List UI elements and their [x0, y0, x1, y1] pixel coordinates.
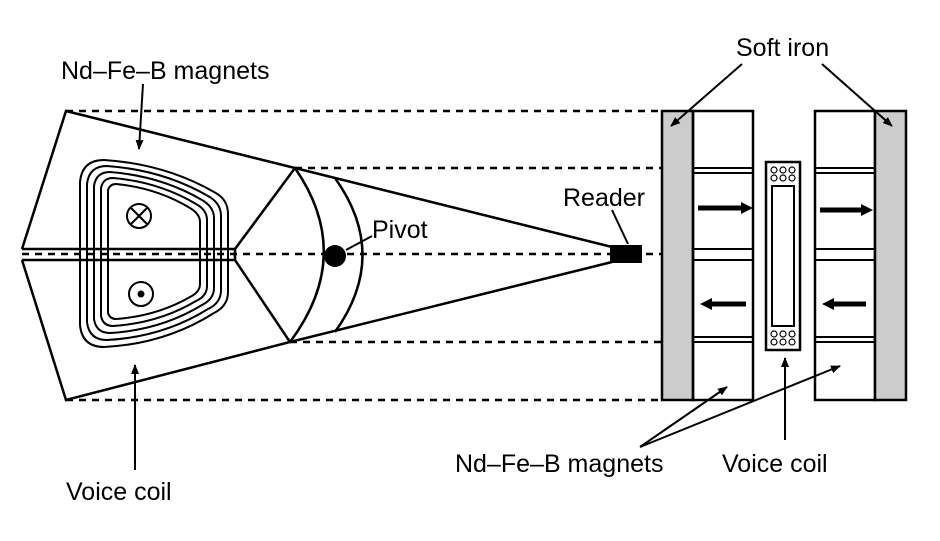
labels: Nd–Fe–B magnets Voice coil Pivot Reader …	[61, 34, 829, 506]
coil-windings-top	[770, 166, 796, 182]
magnetization-arrows	[698, 202, 873, 310]
lower-magnet-wedge	[20, 258, 293, 402]
pivot-arc-outer	[333, 177, 364, 333]
reader-head	[610, 245, 642, 263]
label-soft-iron: Soft iron	[736, 34, 829, 62]
soft-iron-left	[660, 109, 695, 402]
label-pivot: Pivot	[372, 216, 428, 244]
label-magnets-top: Nd–Fe–B magnets	[61, 57, 269, 85]
label-reader: Reader	[563, 184, 645, 212]
magnet-column-left	[691, 109, 755, 402]
pivot-dot	[324, 245, 346, 267]
coil-windings-bottom	[770, 330, 796, 346]
voice-coil-cross-section	[764, 160, 802, 352]
soft-iron-right	[873, 109, 908, 402]
voice-coil-top-view	[79, 158, 229, 349]
projection-lines	[22, 109, 662, 402]
cross-section	[660, 109, 908, 402]
pivot-arc-inner	[288, 167, 326, 343]
arm-upper-edge	[294, 166, 613, 249]
current-out-of-page-icon	[128, 281, 154, 307]
arm-lower-edge	[289, 260, 613, 344]
label-magnets-bottom: Nd–Fe–B magnets	[455, 450, 663, 478]
leader-arrows	[131, 63, 893, 470]
magnet-column-right	[813, 109, 877, 402]
label-voice-coil-left: Voice coil	[66, 478, 172, 506]
label-voice-coil-right: Voice coil	[722, 450, 828, 478]
current-into-page-icon	[126, 203, 152, 229]
actuator-arm	[20, 109, 642, 402]
